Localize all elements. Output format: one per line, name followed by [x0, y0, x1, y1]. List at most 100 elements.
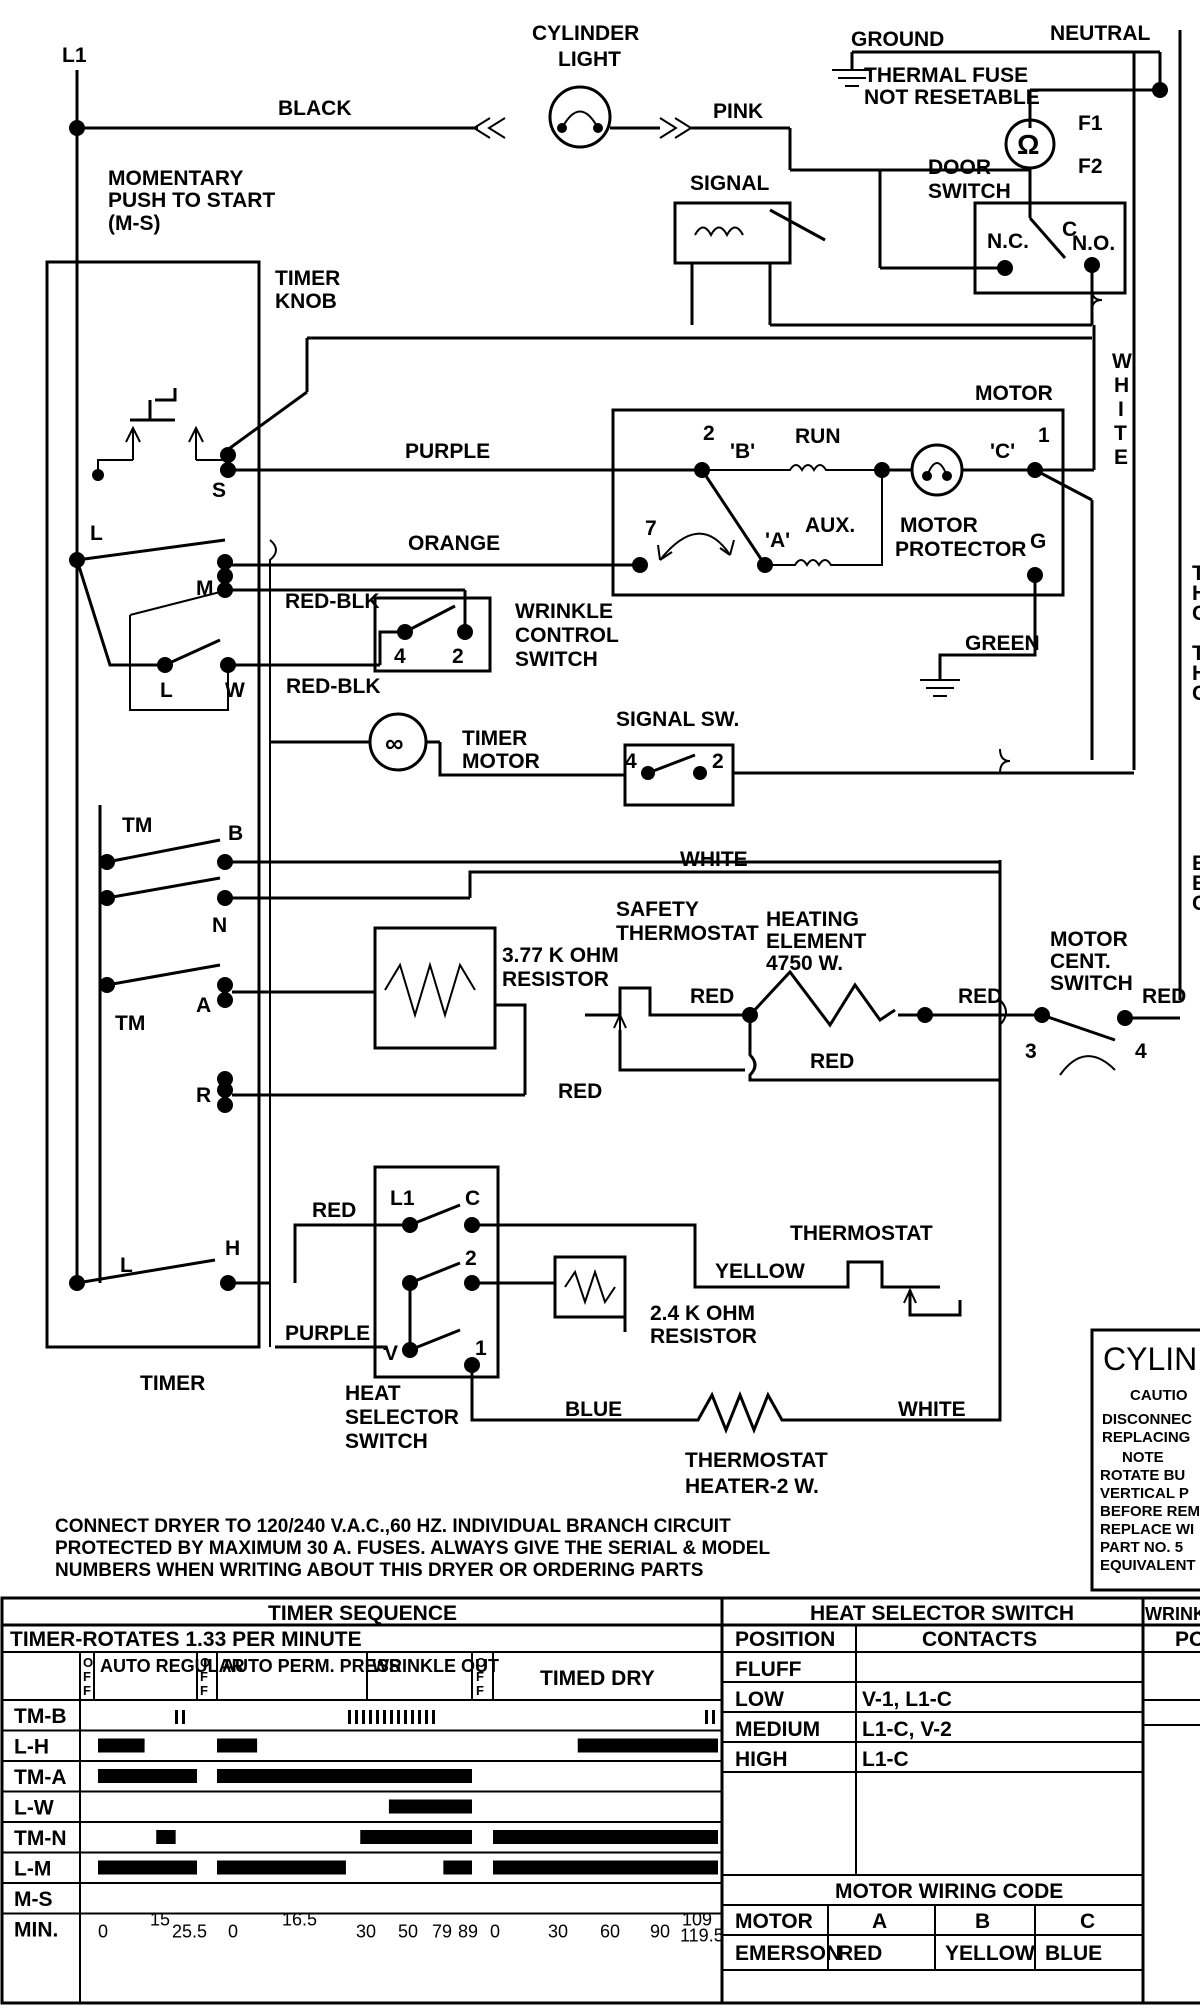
caution-line-4: ROTATE BU: [1100, 1467, 1185, 1484]
cylinder-caution-box: CYLIN CAUTIO DISCONNEC REPLACING NOTE RO…: [1090, 1328, 1200, 1592]
hs-row-contacts: L1-C: [862, 1748, 909, 1771]
label-red-low: RED: [810, 1050, 854, 1073]
timer-row-label: L-M: [14, 1858, 51, 1881]
tm-b-tick: [404, 1710, 407, 1724]
timer-term-s: S: [212, 479, 226, 502]
label-c: C: [1062, 218, 1077, 241]
label-red-heat: RED: [958, 985, 1002, 1008]
timer-bar: [493, 1830, 718, 1844]
hs-header-contacts: CONTACTS: [922, 1628, 1037, 1651]
label-thermostat-heater-2: HEATER-2 W.: [685, 1475, 819, 1498]
timer-bar: [217, 1738, 258, 1753]
timer-term-h: H: [225, 1237, 240, 1260]
label-white-v-4: T: [1114, 422, 1127, 445]
label-door-switch-1: DOOR: [928, 156, 991, 179]
label-yellow: YELLOW: [715, 1260, 805, 1283]
svg-text:F: F: [83, 1669, 91, 1684]
caution-line-2: REPLACING: [1102, 1429, 1190, 1446]
label-resistor-377-2: RESISTOR: [502, 968, 609, 991]
caution-line-8: PART NO. 5: [1100, 1539, 1183, 1556]
label-cylinder-light-2: LIGHT: [558, 48, 621, 71]
label-thermal-fuse-2: NOT RESETABLE: [864, 86, 1040, 109]
caution-title: CYLIN: [1103, 1341, 1197, 1377]
minute-label: 90: [650, 1922, 670, 1942]
label-timer-knob-1: TIMER: [275, 267, 340, 290]
label-timer-motor-1: TIMER: [462, 727, 527, 750]
label-thermal-fuse-1: THERMAL FUSE: [864, 64, 1028, 87]
heat-selector-table: HEAT SELECTOR SWITCH POSITION CONTACTS F…: [722, 1602, 1200, 1971]
timer-bar: [577, 1738, 718, 1753]
motor-box: [611, 408, 1065, 597]
timer-sequence-table: TIMER SEQUENCE TIMER-ROTATES 1.33 PER MI…: [0, 1596, 1200, 2005]
hs-row-contacts: V-1, L1-C: [862, 1688, 952, 1711]
label-wrinkle-control-1: WRINKLE: [515, 600, 613, 623]
tm-b-tick: [705, 1710, 708, 1724]
label-term-g: G: [1030, 530, 1046, 553]
label-wrinkle-control-2: CONTROL: [515, 624, 619, 647]
label-motor-protector-2: PROTECTOR: [895, 538, 1026, 561]
label-purple-hs: PURPLE: [285, 1322, 370, 1345]
label-term-1: 1: [1038, 424, 1050, 447]
label-momentary-1: MOMENTARY: [108, 167, 243, 190]
tm-b-tick: [418, 1710, 421, 1724]
edge-h1: H: [1192, 582, 1200, 605]
label-resistor-377-1: 3.77 K OHM: [502, 944, 619, 967]
minute-label: 0: [98, 1922, 108, 1942]
minute-label: 0: [228, 1922, 238, 1942]
tm-b-tick: [355, 1710, 358, 1724]
label-cylinder-light-1: CYLINDER: [532, 22, 639, 45]
timer-term-r: R: [196, 1084, 211, 1107]
label-wc-4: 4: [394, 645, 406, 668]
label-momentary-2: PUSH TO START: [108, 189, 275, 212]
label-term-c: 'C': [990, 440, 1015, 463]
edge-e2: E: [1192, 872, 1200, 895]
label-white-v-1: W: [1112, 350, 1132, 373]
label-aux: AUX.: [805, 514, 855, 537]
label-motor-cent-1: MOTOR: [1050, 928, 1128, 951]
svg-text:Ω: Ω: [1017, 129, 1039, 160]
minute-label: 50: [398, 1922, 418, 1942]
label-neutral: NEUTRAL: [1050, 22, 1150, 45]
label-door-switch-2: SWITCH: [928, 180, 1011, 203]
label-timer-knob-2: KNOB: [275, 290, 337, 313]
timer-row-label: MIN.: [14, 1919, 58, 1942]
seg-auto-regular: AUTO REGULAR: [100, 1656, 245, 1676]
svg-text:F: F: [83, 1683, 91, 1698]
minute-label: 60: [600, 1922, 620, 1942]
timer-term-l-3: L: [120, 1254, 133, 1277]
label-white: WHITE: [680, 848, 748, 871]
mc-h-motor: MOTOR: [735, 1910, 813, 1933]
svg-text:F: F: [200, 1669, 208, 1684]
label-resistor-24-1: 2.4 K OHM: [650, 1302, 755, 1325]
label-resistor-24-2: RESISTOR: [650, 1325, 757, 1348]
timer-term-n: N: [212, 914, 227, 937]
minute-label: 79: [432, 1922, 452, 1942]
wrinkle-table-header: PO: [1175, 1628, 1200, 1651]
label-timer: TIMER: [140, 1372, 205, 1395]
label-heat-selector-2: SELECTOR: [345, 1406, 459, 1429]
svg-text:O: O: [476, 1655, 486, 1670]
door-switch: [973, 201, 1127, 295]
tm-b-tick: [712, 1710, 715, 1724]
edge-t1: T: [1192, 562, 1200, 585]
timer-bar: [360, 1830, 472, 1844]
timer-bar: [156, 1830, 176, 1844]
tm-b-tick: [376, 1710, 379, 1724]
cylinder-light-icon: [548, 85, 612, 149]
label-white-v-5: E: [1114, 446, 1128, 469]
tm-b-tick: [411, 1710, 414, 1724]
mc-r-a: RED: [838, 1942, 882, 1965]
timer-bar: [217, 1769, 472, 1783]
label-red-blk-1: RED-BLK: [285, 590, 380, 613]
edge-e1: E: [1192, 852, 1200, 875]
hs-table-title: HEAT SELECTOR SWITCH: [810, 1602, 1074, 1625]
label-thermostat-heater-1: THERMOSTAT: [685, 1449, 828, 1472]
wrinkle-control-switch: [373, 596, 492, 673]
timer-term-b: B: [228, 822, 243, 845]
label-white-v-2: H: [1114, 374, 1129, 397]
minute-label: 119.5: [680, 1926, 724, 1946]
connect-note-3: NUMBERS WHEN WRITING ABOUT THIS DRYER OR…: [55, 1560, 703, 1581]
label-ss-4: 4: [625, 750, 637, 773]
hs-row-position: FLUFF: [735, 1658, 802, 1681]
